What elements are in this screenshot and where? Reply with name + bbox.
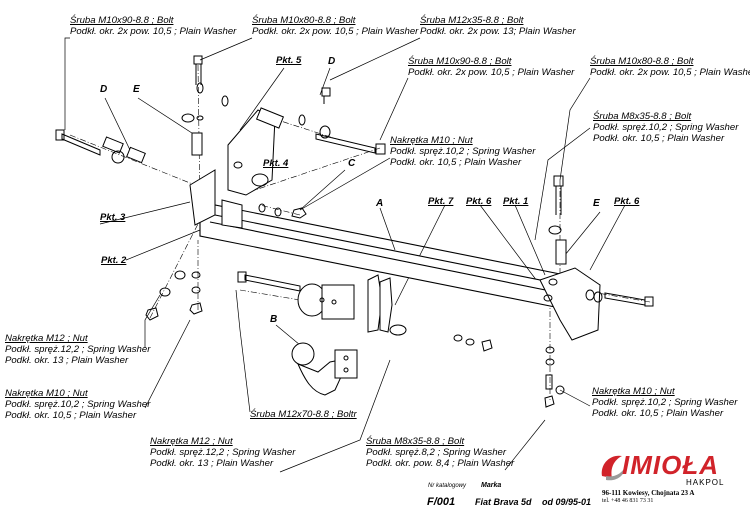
- label-line: Podkł. okr. 2x pow. 13; Plain Washer: [420, 26, 576, 37]
- label-line: Podkł. spręż.12,2 ; Spring Washer: [5, 344, 151, 355]
- label-line: Śruba M8x35-8.8 ; Bolt: [366, 436, 465, 447]
- leader-lines: [64, 37, 626, 473]
- label-bolt-m8x35-bottom: Śruba M8x35-8.8 ; Bolt Podkł. spręż.8,2 …: [366, 436, 514, 469]
- point-marker-7: Pkt. 7: [428, 196, 454, 207]
- part-letter-b: B: [270, 314, 278, 325]
- label-line: Nakrętka M12 ; Nut: [150, 436, 233, 447]
- part-letter-e: E: [133, 84, 140, 95]
- tow-ball: [291, 342, 358, 396]
- catalog-caption: Nr katalogowy: [428, 483, 467, 489]
- part-letter-c: C: [348, 158, 356, 169]
- washers-nuts: [111, 82, 603, 408]
- label-line: Podkł. okr. 13 ; Plain Washer: [150, 458, 274, 469]
- point-marker-1: Pkt. 1: [503, 196, 529, 207]
- brand-caption: Marka: [481, 482, 502, 489]
- label-bolt-m10x90-top: Śruba M10x90-8.8 ; Bolt Podkł. okr. 2x p…: [70, 15, 236, 37]
- label-line: Podkł. okr. 10,5 ; Plain Washer: [5, 410, 137, 421]
- label-line: Śruba M12x35-8.8 ; Bolt: [420, 15, 524, 26]
- bolts: [55, 55, 654, 307]
- logo-subtitle: HAKPOL: [686, 478, 725, 487]
- company-address: 96-111 Kowiesy, Chojnata 23 A: [602, 489, 695, 497]
- label-bolt-m10x90-mid: Śruba M10x90-8.8 ; Bolt Podkł. okr. 2x p…: [408, 56, 574, 78]
- label-line: Podkł. okr. 10,5 ; Plain Washer: [593, 133, 725, 144]
- part-letter-a: A: [376, 198, 384, 209]
- part-letter-d: D: [328, 56, 336, 67]
- label-line: Podkł. okr. 2x pow. 10,5 ; Plain Washer: [252, 26, 419, 37]
- label-bolt-m10x80-right: Śruba M10x80-8.8 ; Bolt Podkł. okr. 2x p…: [590, 56, 750, 78]
- logo-emblem: [601, 455, 626, 481]
- label-line: Podkł. okr. 2x pow. 10,5 ; Plain Washer: [590, 67, 750, 78]
- point-marker-3: Pkt. 3: [100, 212, 126, 223]
- label-line: Nakrętka M10 ; Nut: [592, 386, 675, 397]
- point-marker-2: Pkt. 2: [101, 255, 127, 266]
- point-marker-6: Pkt. 6: [466, 196, 492, 207]
- label-line: Podkł. okr. 2x pow. 10,5 ; Plain Washer: [70, 26, 237, 37]
- label-line: Podkł. spręż.10,2 ; Spring Washer: [5, 399, 151, 410]
- company-logo: IMIOŁA HAKPOL: [598, 450, 733, 490]
- label-line: Śruba M12x70-8.8 ; Boltr: [250, 409, 357, 420]
- part-letter-e: E: [593, 198, 600, 209]
- label-line: Podkł. okr. 2x pow. 10,5 ; Plain Washer: [408, 67, 575, 78]
- vehicle-date: od 09/95-01: [542, 497, 592, 507]
- label-line: Nakrętka M10 ; Nut: [5, 388, 88, 399]
- label-bolt-m12x35: Śruba M12x35-8.8 ; Bolt Podkł. okr. 2x p…: [420, 15, 576, 37]
- label-nut-m12-left: Nakrętka M12 ; Nut Podkł. spręż.12,2 ; S…: [5, 333, 150, 366]
- logo-wordmark: IMIOŁA: [622, 450, 719, 480]
- label-line: Podkł. spręż.12,2 ; Spring Washer: [150, 447, 296, 458]
- vehicle-model: Fiat Brava 5d: [475, 497, 532, 507]
- label-line: Podkł. okr. 10,5 ; Plain Washer: [592, 408, 724, 419]
- label-line: Podkł. okr. 13 ; Plain Washer: [5, 355, 129, 366]
- label-bolt-m8x35-right: Śruba M8x35-8.8 ; Bolt Podkł. spręż.10,2…: [593, 111, 738, 144]
- point-marker-5: Pkt. 5: [276, 55, 302, 66]
- label-line: Podkł. spręż.10,2 ; Spring Washer: [592, 397, 738, 408]
- label-nut-m10-center: Nakrętka M10 ; Nut Podkł. spręż.10,2 ; S…: [390, 135, 535, 168]
- label-line: Śruba M10x90-8.8 ; Bolt: [70, 15, 174, 26]
- right-bracket: [539, 267, 601, 341]
- catalog-number: F/001: [427, 496, 456, 508]
- label-line: Śruba M10x80-8.8 ; Bolt: [590, 56, 694, 67]
- label-line: Śruba M8x35-8.8 ; Bolt: [593, 111, 692, 122]
- crossbar: [199, 203, 592, 313]
- label-bolt-m12x70: Śruba M12x70-8.8 ; Boltr: [250, 409, 357, 420]
- label-bolt-m10x80-top: Śruba M10x80-8.8 ; Bolt Podkł. okr. 2x p…: [252, 15, 418, 37]
- part-letter-d: D: [100, 84, 108, 95]
- label-nut-m10-left: Nakrętka M10 ; Nut Podkł. spręż.10,2 ; S…: [5, 388, 150, 421]
- label-line: Podkł. okr. 10,5 ; Plain Washer: [390, 157, 522, 168]
- label-nut-m12-bottom: Nakrętka M12 ; Nut Podkł. spręż.12,2 ; S…: [150, 436, 295, 469]
- label-line: Śruba M10x80-8.8 ; Bolt: [252, 15, 356, 26]
- label-line: Nakrętka M12 ; Nut: [5, 333, 88, 344]
- label-line: Śruba M10x90-8.8 ; Bolt: [408, 56, 512, 67]
- label-line: Nakrętka M10 ; Nut: [390, 135, 473, 146]
- label-nut-m10-right: Nakrętka M10 ; Nut Podkł. spręż.10,2 ; S…: [592, 386, 737, 419]
- socket-plate: [297, 283, 355, 320]
- label-line: Podkł. spręż.10,2 ; Spring Washer: [390, 146, 536, 157]
- ball-mount: [367, 274, 407, 336]
- left-bracket: [189, 109, 276, 229]
- label-line: Podkł. spręż.10,2 ; Spring Washer: [593, 122, 739, 133]
- point-marker-4: Pkt. 4: [263, 158, 289, 169]
- company-phone: tel. +48 46 831 73 31: [602, 498, 654, 504]
- point-marker-6: Pkt. 6: [614, 196, 640, 207]
- label-line: Podkł. okr. pow. 8,4 ; Plain Washer: [366, 458, 515, 469]
- label-line: Podkł. spręż.8,2 ; Spring Washer: [366, 447, 507, 458]
